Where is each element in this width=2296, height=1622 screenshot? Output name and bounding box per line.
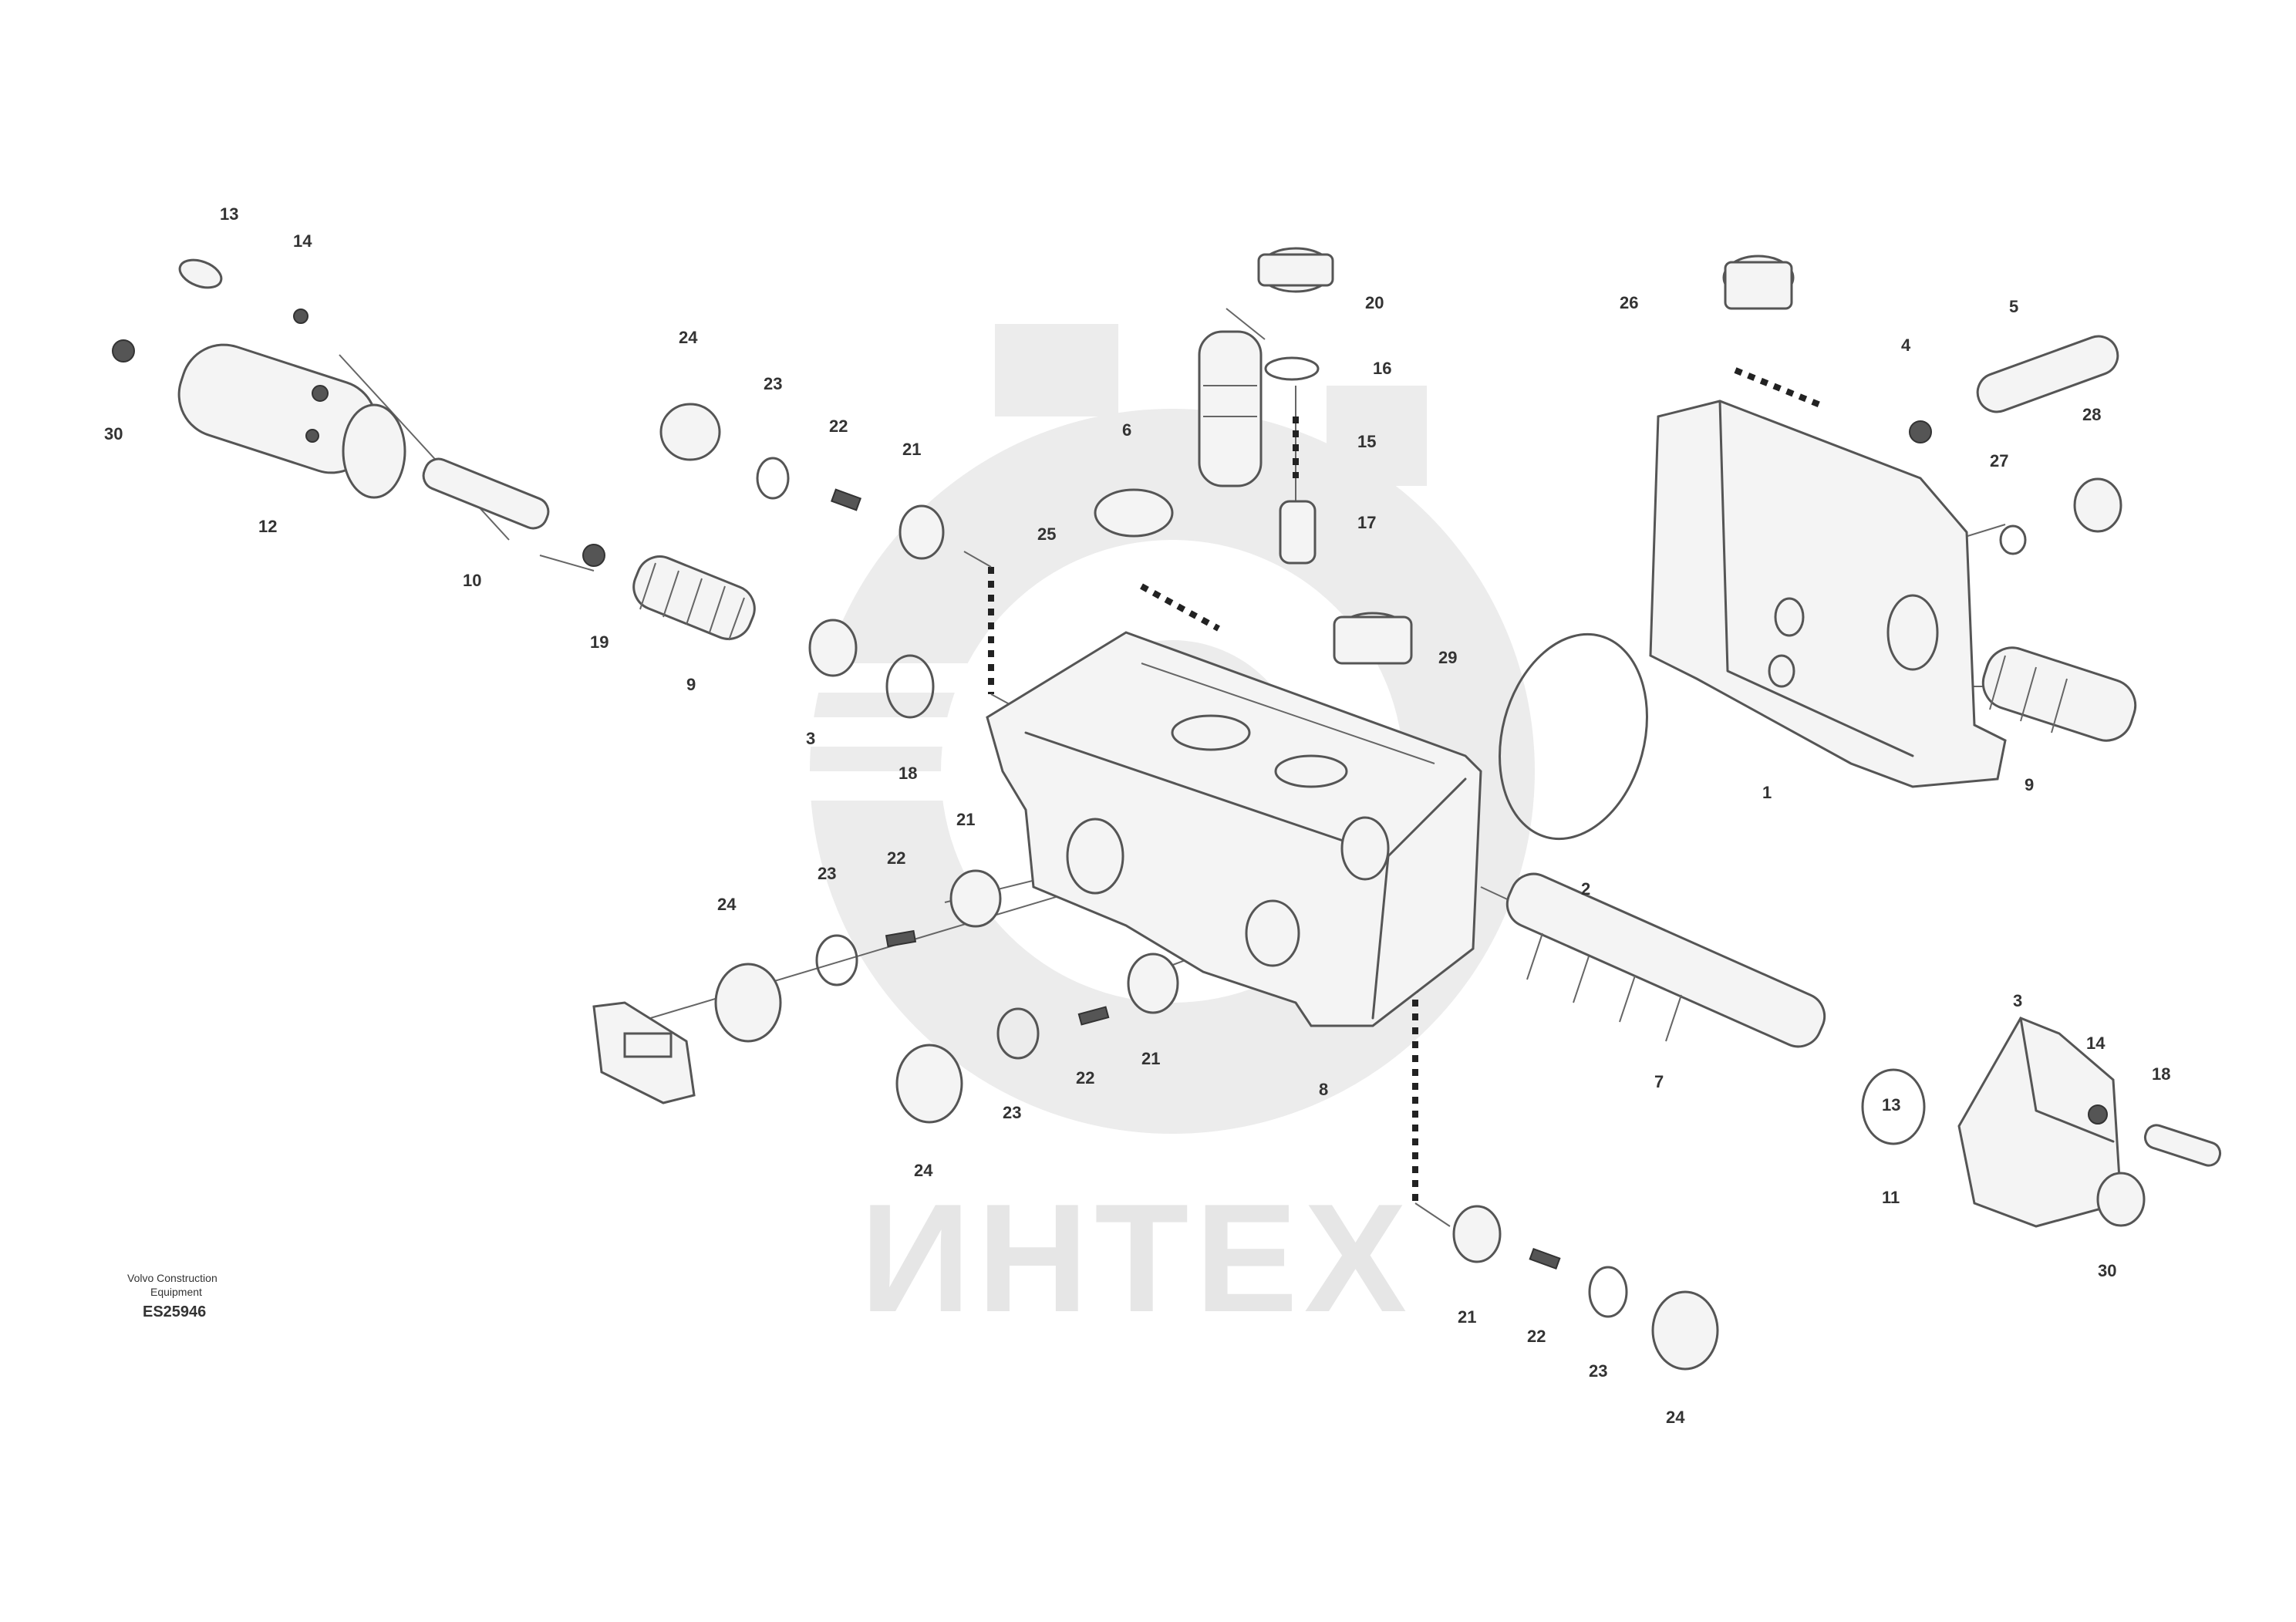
part-label: 22 [887, 848, 905, 868]
part-label: 21 [1458, 1307, 1476, 1327]
part-label: 8 [1319, 1080, 1328, 1099]
part-label: 23 [764, 374, 782, 393]
part-label: 15 [1357, 432, 1376, 451]
part-label: 13 [1882, 1095, 1900, 1114]
part-label: 10 [463, 571, 481, 590]
left-plate [592, 1001, 696, 1104]
part-label: 24 [717, 895, 737, 914]
bottom-right-fittings [1452, 1205, 1719, 1371]
left-cap-assembly [112, 258, 605, 567]
right-lower-cover [1861, 1017, 2222, 1228]
part-label: 7 [1654, 1072, 1664, 1091]
part-label: 23 [818, 864, 836, 883]
part-label: 30 [104, 424, 123, 443]
part-label: 29 [1438, 648, 1457, 667]
part-labels: 13 14 30 12 10 19 9 3 18 24 23 22 21 20 … [104, 204, 2170, 1427]
part-label: 13 [220, 204, 238, 224]
part-label: 22 [1527, 1327, 1546, 1346]
part-label: 9 [2025, 775, 2034, 794]
spool-right-main [1505, 872, 1826, 1048]
top-center-parts [1094, 247, 1795, 665]
part-label: 3 [806, 729, 815, 748]
part-label: 24 [679, 328, 698, 347]
upper-left-fittings [659, 403, 945, 719]
end-cover [1649, 400, 2007, 788]
part-label: 18 [899, 764, 917, 783]
part-label: 6 [1122, 420, 1131, 440]
part-label: 9 [686, 675, 696, 694]
part-label: 25 [1037, 524, 1056, 544]
part-label: 18 [2152, 1064, 2170, 1084]
part-label: 23 [1589, 1361, 1607, 1381]
part-label: 5 [2009, 297, 2018, 316]
part-label: 21 [1141, 1049, 1160, 1068]
part-label: 16 [1373, 359, 1391, 378]
bottom-center-fittings [895, 953, 1179, 1124]
part-label: 24 [914, 1161, 933, 1180]
part-label: 26 [1620, 293, 1638, 312]
valve-body [986, 631, 1482, 1027]
part-label: 24 [1666, 1408, 1685, 1427]
part-label: 12 [258, 517, 277, 536]
part-label: 28 [2082, 405, 2101, 424]
reference-code: ES25946 [143, 1303, 206, 1320]
right-side-parts [1909, 335, 2122, 555]
part-label: 27 [1990, 451, 2008, 470]
spool-right-upper [1981, 646, 2137, 742]
part-label: 21 [956, 810, 975, 829]
part-label: 19 [590, 632, 609, 652]
part-label: 2 [1581, 879, 1590, 899]
part-label: 3 [2013, 991, 2022, 1010]
part-label: 4 [1901, 336, 1911, 355]
reference-block: Volvo Construction Equipment ES25946 [127, 1272, 217, 1320]
part-label: 14 [293, 231, 312, 251]
lower-left-fittings [714, 869, 1002, 1043]
watermark-text: ИНТЕХ [860, 1172, 1413, 1344]
reference-line1: Volvo Construction [127, 1272, 217, 1284]
part-label: 22 [829, 416, 848, 436]
reference-line2: Equipment [150, 1286, 202, 1298]
part-label: 1 [1762, 783, 1772, 802]
part-label: 17 [1357, 513, 1376, 532]
part-label: 22 [1076, 1068, 1094, 1088]
part-label: 20 [1365, 293, 1384, 312]
part-label: 30 [2098, 1261, 2116, 1280]
part-label: 14 [2086, 1034, 2106, 1053]
part-label: 21 [902, 440, 921, 459]
part-label: 23 [1003, 1103, 1021, 1122]
spool-left [632, 555, 756, 641]
large-o-ring [1499, 632, 1648, 841]
part-label: 11 [1882, 1188, 1900, 1207]
